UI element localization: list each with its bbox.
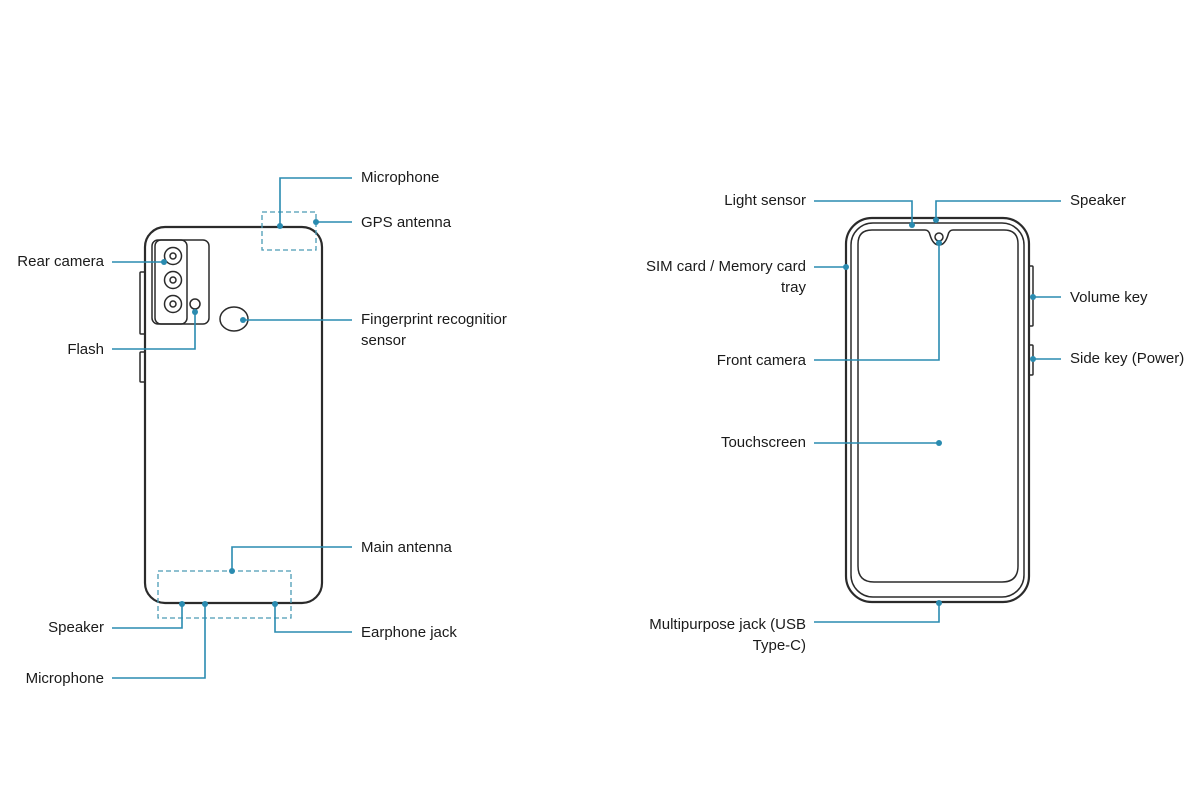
label-earphone-jack: Earphone jack [361,624,457,641]
label-volume-key: Volume key [1070,289,1148,306]
leader-front-camera [814,243,940,361]
fingerprint-sensor-shape [219,306,249,332]
front-phone-bezel [850,222,1025,598]
flash-icon [189,298,201,310]
front-phone-body [844,216,1031,604]
dot-main-antenna [229,568,235,574]
leader-flash [112,312,196,350]
label-speaker-front: Speaker [1070,192,1126,209]
label-sim-tray: SIM card / Memory card tray [645,258,806,296]
label-side-key: Side key (Power) [1070,350,1185,367]
gps-antenna-zone [261,211,317,251]
front-view-leaders [814,200,1061,623]
label-microphone-top: Microphone [361,169,440,186]
dot-flash [192,309,198,315]
dot-multipurpose-jack [936,600,942,606]
dot-sim-tray [843,264,849,270]
leader-microphone-bottom [112,604,206,679]
label-rear-camera: Rear camera [17,253,104,270]
dot-light-sensor [909,222,915,228]
leader-earphone-jack [274,604,352,633]
rear-lens-3 [163,294,183,314]
back-side-button [139,271,146,335]
leader-multipurpose-jack [814,603,940,623]
label-fingerprint-sensor: Fingerprint recognitior sensor [361,311,507,349]
dot-front-camera [936,240,942,246]
rear-lens-2-inner [169,276,177,284]
label-main-antenna: Main antenna [361,539,452,556]
dot-microphone-top [277,223,283,229]
leader-speaker-front [935,200,1061,220]
rear-lens-3-inner [169,300,177,308]
dot-rear-camera [161,259,167,265]
label-touchscreen: Touchscreen [720,434,806,451]
back-view-leaders [112,177,352,679]
back-phone-body [143,225,324,605]
camera-module-outer [151,239,210,325]
dot-speaker-front [933,217,939,223]
leader-speaker-back [112,604,183,629]
dot-microphone-bottom [202,601,208,607]
back-view-phone [139,211,324,619]
dot-touchscreen [936,440,942,446]
label-flash: Flash [67,341,104,358]
label-light-sensor: Light sensor [724,192,806,209]
leader-main-antenna [231,546,352,571]
leader-light-sensor [814,200,913,225]
dot-volume-key [1030,294,1036,300]
rear-lens-1-inner [169,252,177,260]
label-microphone-bottom: Microphone [25,670,104,687]
label-front-camera: Front camera [716,352,806,369]
rear-lens-1 [163,246,183,266]
back-side-button-2 [139,351,146,383]
dot-gps-antenna [313,219,319,225]
leader-microphone-top [279,177,352,226]
dot-fingerprint [240,317,246,323]
dot-side-key [1030,356,1036,362]
dot-earphone-jack [272,601,278,607]
main-antenna-zone [157,570,292,619]
label-gps-antenna: GPS antenna [361,214,452,231]
rear-lens-2 [163,270,183,290]
dot-speaker-back [179,601,185,607]
label-multipurpose-jack: Multipurpose jack (USB Type-C) [649,616,806,654]
touchscreen-area [857,229,1019,583]
front-camera-icon [934,232,944,242]
label-speaker-back: Speaker [48,619,104,636]
